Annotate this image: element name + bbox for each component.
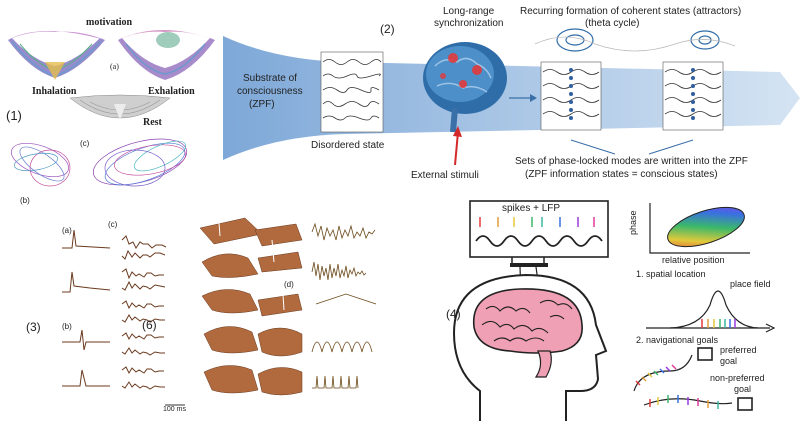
brain-icon (423, 42, 507, 133)
panel-4: (4) spikes + LFP phase relative position… (440, 195, 804, 421)
substrate-label-1: Substrate of (243, 73, 297, 84)
substrate-label-2: consciousness (237, 86, 303, 97)
exhalation-label: Exhalation (148, 86, 195, 97)
spatial-location-label: 1. spatial location (636, 269, 706, 279)
recurring-label-1: Recurring formation of coherent states (… (520, 6, 742, 17)
phase-ellipse-icon (649, 203, 750, 254)
panel-2-label: (2) (380, 22, 395, 36)
preferred-goal-label-2: goal (720, 356, 738, 366)
panel-3: (3) (0, 200, 384, 421)
head-silhouette-icon (452, 200, 776, 421)
long-range-label-2: synchronization (434, 18, 504, 29)
inhalation-label: Inhalation (32, 86, 77, 97)
arrow-diagram (223, 28, 800, 166)
non-preferred-goal-label-1: non-preferred (710, 373, 765, 383)
brain-icon (472, 288, 583, 378)
sets-label-1: Sets of phase-locked modes are written i… (515, 156, 748, 167)
panel-1: motivation (a) Inhalation Exhalation (1)… (0, 0, 215, 210)
navigational-goals-label: 2. navigational goals (636, 335, 719, 345)
place-field-label: place field (730, 279, 771, 289)
sub-label-d: (d) (284, 280, 294, 289)
external-stimuli-label: External stimuli (411, 170, 479, 181)
panel-1-label: (1) (6, 108, 22, 123)
attractor-trajectory-icon (11, 138, 188, 187)
disordered-label: Disordered state (311, 140, 385, 151)
sub-label-a: (a) (110, 62, 119, 71)
phase-axis-label: phase (628, 210, 638, 235)
substrate-label-3: (ZPF) (249, 99, 275, 110)
spikes-lfp-label: spikes + LFP (502, 203, 561, 214)
energy-landscape-icon (8, 30, 215, 120)
preferred-goal-label-1: preferred (720, 345, 757, 355)
sub-label-b: (b) (20, 196, 30, 205)
panel-4-label: (4) (446, 307, 461, 321)
sub-label-b: (b) (62, 322, 72, 331)
long-range-label-1: Long-range (443, 6, 495, 17)
sub-label-c: (c) (80, 139, 90, 148)
panel-3-label: (3) (26, 320, 41, 334)
sub-label-c: (c) (108, 220, 118, 229)
recording-traces (62, 209, 377, 406)
recurring-label-2: (theta cycle) (585, 18, 640, 29)
sets-label-2: (ZPF information states = conscious stat… (525, 169, 718, 180)
sub-label-a: (a) (62, 226, 72, 235)
motivation-label: motivation (86, 17, 133, 28)
non-preferred-goal-label-2: goal (734, 384, 752, 394)
rest-label: Rest (143, 117, 162, 128)
scale-bar-label: 100 ms (163, 406, 186, 413)
sub-label-6: (6) (142, 318, 157, 332)
relative-position-label: relative position (662, 255, 725, 265)
panel-2: (2) Long-range synchronization Recurring… (215, 0, 804, 195)
